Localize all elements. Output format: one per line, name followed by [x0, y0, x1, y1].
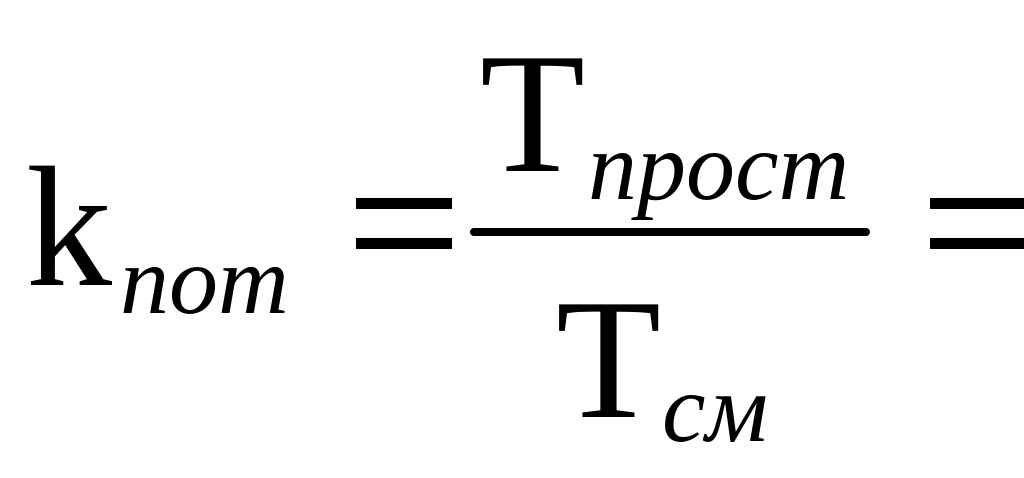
- lhs-subscript: пот: [120, 227, 289, 335]
- numerator-symbol: T: [480, 19, 586, 209]
- equals-sign-2-bottom-bar: [930, 238, 1024, 249]
- equals-sign-2-top-bar: [930, 198, 1024, 209]
- equals-sign-1-bottom-bar: [356, 238, 452, 249]
- fraction-bar: [470, 228, 870, 236]
- denominator-subscript: см: [662, 355, 769, 463]
- lhs-symbol: k: [26, 133, 112, 323]
- numerator-subscript: прост: [588, 113, 850, 221]
- denominator-symbol: T: [556, 265, 662, 455]
- equals-sign-1-top-bar: [356, 198, 452, 209]
